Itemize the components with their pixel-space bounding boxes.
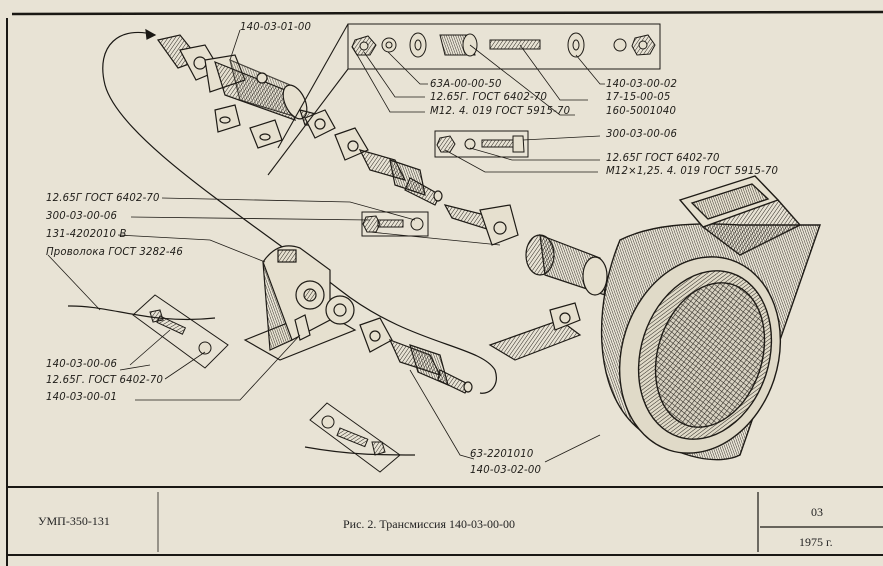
callout-left-bolt: 300-03-00-06 — [46, 209, 118, 222]
hardware-kit-2 — [434, 130, 529, 158]
callout-cardan-63-2201010: 63-2201010 — [470, 447, 534, 460]
cardan-shaft — [334, 127, 519, 246]
centrifugal-fan — [600, 175, 821, 461]
hardware-kit-1 — [267, 23, 661, 176]
callout-kit1-stud: 17-15-00-05 — [606, 90, 671, 103]
callout-kit1-spring-washer: 12.65Г. ГОСТ 6402-70 — [430, 90, 548, 103]
lower-cardan-shaft — [359, 317, 473, 394]
year: 1975 г. — [799, 535, 833, 549]
callout-kit1-nut: М12. 4. 019 ГОСТ 5915-70 — [430, 104, 571, 117]
callout-left-spring-washer: 12.65Г ГОСТ 6402-70 — [46, 191, 160, 204]
callout-bolt-140-03-00-06: 140-03-00-06 — [46, 357, 118, 370]
callout-kit2-spring-washer: 12.65Г ГОСТ 6402-70 — [606, 151, 720, 164]
callout-top-assembly: 140-03-01-00 — [240, 20, 312, 33]
callout-bottom-spring-washer: 12.65Г. ГОСТ 6402-70 — [46, 373, 164, 386]
leader-lines — [47, 29, 605, 463]
wire-lock-kit-1 — [67, 294, 229, 369]
callout-kit1-washer-plate: 63А-00-00-50 — [430, 77, 502, 90]
wire-lock-kit-2 — [304, 402, 416, 473]
callout-flange-140-03-00-01: 140-03-00-01 — [46, 390, 118, 403]
callout-left-reducer: 131-4202010 В — [46, 227, 127, 240]
callout-kit1-bushing: 160-5001040 — [606, 104, 677, 117]
bearing-housing-assembly — [156, 34, 336, 149]
callout-left-wire: Проволока ГОСТ 3282-46 — [46, 245, 183, 258]
callout-kit1-washer: 140-03-00-02 — [606, 77, 678, 90]
callout-kit2-nut: М12×1,25. 4. 019 ГОСТ 5915-70 — [606, 164, 779, 177]
sheet-number: 03 — [811, 505, 823, 519]
figure-caption: Рис. 2. Трансмиссия 140-03-00-00 — [343, 517, 515, 531]
sheet-frame — [6, 10, 883, 566]
callout-fan-140-03-02-00: 140-03-02-00 — [470, 463, 542, 476]
gearbox-reducer — [243, 245, 357, 361]
fan-shaft-bearing — [488, 234, 608, 361]
document-code: УМП-350-131 — [38, 514, 110, 528]
callout-kit2-bolt: 300-03-00-06 — [606, 127, 678, 140]
